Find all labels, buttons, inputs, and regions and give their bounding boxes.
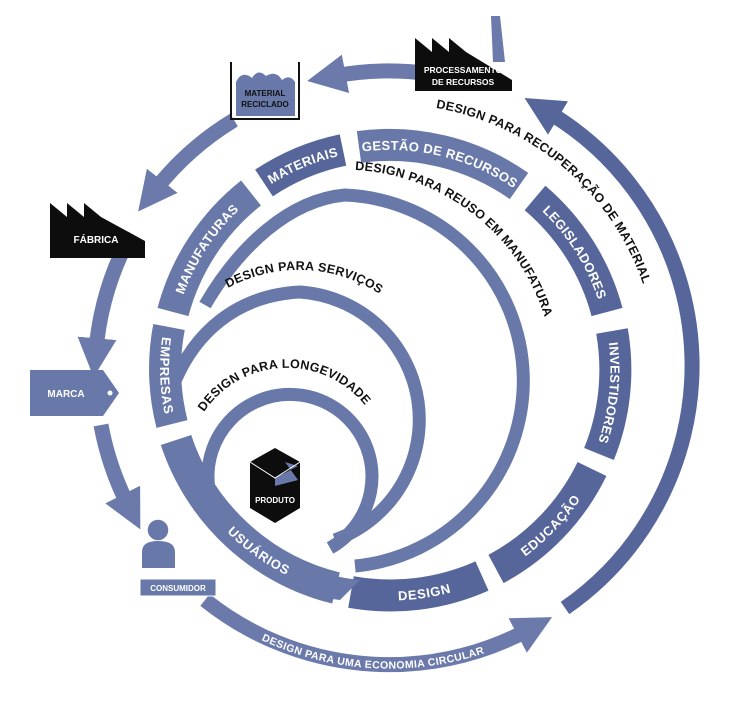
- loop-servicos: [161, 285, 426, 547]
- segment-design: [348, 561, 489, 612]
- segment-empresas: [149, 324, 188, 428]
- chimney-icon: [491, 16, 505, 62]
- marca-node: MARCA: [30, 370, 119, 416]
- consumidor-node: CONSUMIDOR: [139, 518, 217, 597]
- marca-label: MARCA: [47, 389, 84, 400]
- fabrica-node: FÁBRICA: [50, 203, 145, 258]
- label-influenciadores: INFLUENCIADORES: [698, 311, 717, 418]
- processamento-label-1: PROCESSAMENTO: [424, 65, 503, 75]
- flow-material-to-fabrica: [138, 113, 238, 212]
- segment-materiais: [255, 134, 347, 197]
- fabrica-label: FÁBRICA: [74, 233, 119, 246]
- processamento-label-2: DE RECURSOS: [432, 77, 495, 87]
- person-icon: [142, 518, 175, 568]
- factory-icon: [415, 38, 512, 91]
- loop-reuso-em-manufatura: [199, 188, 530, 573]
- material-reciclado-node: MATERIAL RECICLADO: [230, 62, 300, 120]
- material-label-1: MATERIAL: [245, 89, 286, 98]
- factory-icon: [50, 203, 145, 258]
- flow-marca-to-consumidor: [93, 423, 141, 530]
- label-longevidade: DESIGN PARA LONGEVIDADE: [195, 357, 374, 414]
- segment-investidores: [584, 328, 632, 460]
- segment-manufaturas: [157, 180, 262, 317]
- segment-legisladores: [524, 185, 623, 317]
- recycled-bin-icon: [230, 62, 300, 120]
- tag-icon: [30, 370, 119, 416]
- flow-economia-circular: [200, 594, 553, 673]
- produto-node: PRODUTO: [249, 448, 301, 523]
- consumidor-label: CONSUMIDOR: [150, 584, 206, 593]
- segment-educacao: [488, 461, 607, 584]
- usuarios-hub: [190, 470, 360, 600]
- segment-gestao-de-recursos: [356, 129, 529, 200]
- produto-label: PRODUTO: [255, 496, 295, 505]
- material-label-2: RECICLADO: [241, 100, 289, 109]
- flow-influenciadores: [524, 98, 700, 615]
- box-icon: [249, 448, 301, 523]
- processamento-node: PROCESSAMENTO DE RECURSOS: [415, 16, 512, 91]
